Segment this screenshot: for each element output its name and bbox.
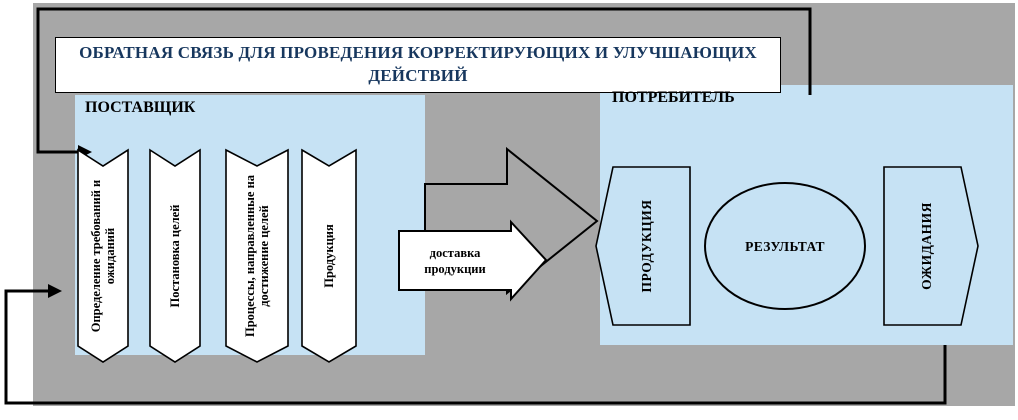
supplier-step-3-label: Процессы, направленные на достижение цел… — [242, 174, 271, 338]
delivery-label-line1: доставка — [429, 245, 481, 260]
result-label: РЕЗУЛЬТАТ — [745, 239, 825, 254]
supplier-step-4-label: Продукция — [321, 224, 336, 288]
consumer-title: ПОТРЕБИТЕЛЬ — [612, 89, 735, 106]
product-label: ПРОДУКЦИЯ — [639, 199, 655, 293]
delivery-arrow-label: доставка продукции — [402, 236, 508, 286]
delivery-label-line2: продукции — [424, 262, 486, 276]
supplier-step-2-label: Постановка целей — [167, 204, 182, 308]
expectations-label: ОЖИДАНИЯ — [919, 202, 935, 290]
feedback-banner: ОБРАТНАЯ СВЯЗЬ ДЛЯ ПРОВЕДЕНИЯ КОРРЕКТИРУ… — [55, 37, 781, 93]
supplier-step-1-label: Определение требований и ожиданий — [88, 179, 117, 333]
supplier-title: ПОСТАВЩИК — [85, 99, 196, 116]
feedback-banner-line1: ОБРАТНАЯ СВЯЗЬ ДЛЯ ПРОВЕДЕНИЯ КОРРЕКТИРУ… — [79, 43, 757, 63]
feedback-banner-line2: ДЕЙСТВИЙ — [368, 66, 468, 85]
